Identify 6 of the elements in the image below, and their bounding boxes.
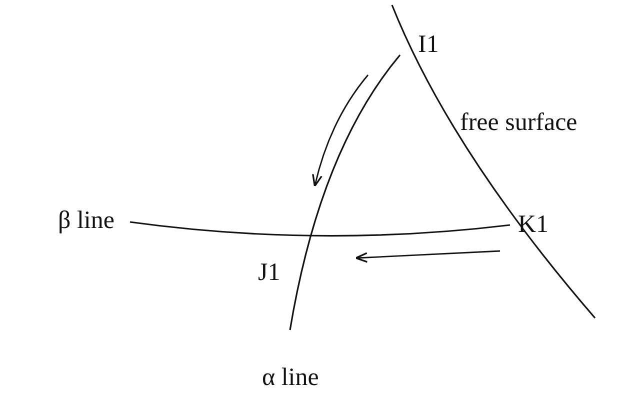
- point-label: J1: [258, 260, 280, 285]
- boundary-label: free surface: [460, 110, 578, 135]
- line-label: β line: [58, 208, 114, 233]
- line-label: α line: [262, 365, 319, 390]
- point-label: K1: [518, 212, 549, 237]
- point-label: I1: [418, 32, 439, 57]
